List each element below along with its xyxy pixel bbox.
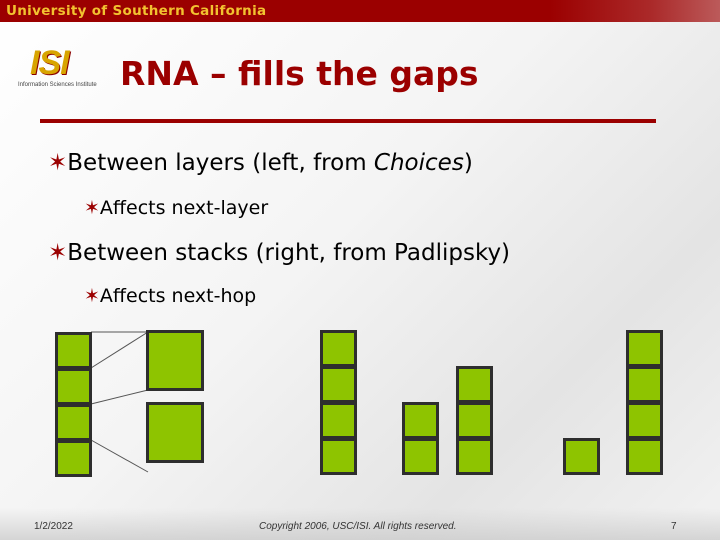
connector-line <box>90 389 149 405</box>
subbullet-affects-next-layer: ✶Affects next-layer <box>84 197 268 219</box>
stack-e-box <box>626 402 663 439</box>
header-decoration <box>550 0 720 22</box>
stack-e-box <box>626 438 663 475</box>
footer-shade <box>0 508 720 540</box>
footer-copyright: Copyright 2006, USC/ISI. All rights rese… <box>259 521 457 532</box>
stack-b-box <box>402 438 439 475</box>
connector-line <box>90 331 149 369</box>
isi-logo-subtitle: Information Sciences Institute <box>18 82 97 88</box>
stack-e-box <box>626 366 663 403</box>
bullet-emphasis: Choices <box>373 150 464 176</box>
stack-a-box <box>320 330 357 367</box>
isi-logo-mark: ISI <box>30 44 70 82</box>
header-bar: University of Southern California <box>0 0 720 22</box>
footer-page-number: 7 <box>671 521 677 532</box>
merged-layer-box <box>146 402 204 463</box>
stack-layer-box <box>55 440 92 477</box>
subbullet-star-icon: ✶ <box>84 197 100 219</box>
subbullet-text: Affects next-layer <box>99 197 269 219</box>
bullet-between-stacks: ✶Between stacks (right, from Padlipsky) <box>48 240 510 266</box>
stack-layer-box <box>55 368 92 405</box>
stack-a-box <box>320 438 357 475</box>
merged-layer-box <box>146 330 204 391</box>
stack-layer-box <box>55 404 92 441</box>
stack-c-box <box>456 438 493 475</box>
stack-c-box <box>456 402 493 439</box>
university-name: University of Southern California <box>6 3 267 19</box>
isi-logo: ISI Information Sciences Institute <box>18 44 98 98</box>
subbullet-text: Affects next-hop <box>99 285 257 307</box>
footer-date: 1/2/2022 <box>34 521 73 532</box>
bullet-star-icon: ✶ <box>48 240 68 266</box>
bullet-text: Between stacks (right, from Padlipsky) <box>67 240 511 266</box>
stack-e-box <box>626 330 663 367</box>
bullet-text: Between layers (left, from <box>67 150 374 176</box>
slide-title-text: RNA – fills the gaps <box>120 54 479 93</box>
stack-a-box <box>320 402 357 439</box>
stack-layer-box <box>55 332 92 369</box>
stack-d-box <box>563 438 600 475</box>
bullet-star-icon: ✶ <box>48 150 68 176</box>
subbullet-star-icon: ✶ <box>84 285 100 307</box>
subbullet-affects-next-hop: ✶Affects next-hop <box>84 285 256 307</box>
connector-line <box>90 439 149 473</box>
stack-b-box <box>402 402 439 439</box>
bullet-text-end: ) <box>463 150 473 176</box>
stack-c-box <box>456 366 493 403</box>
title-rule <box>40 119 656 123</box>
stack-a-box <box>320 366 357 403</box>
bullet-between-layers: ✶Between layers (left, from Choices) <box>48 150 473 176</box>
